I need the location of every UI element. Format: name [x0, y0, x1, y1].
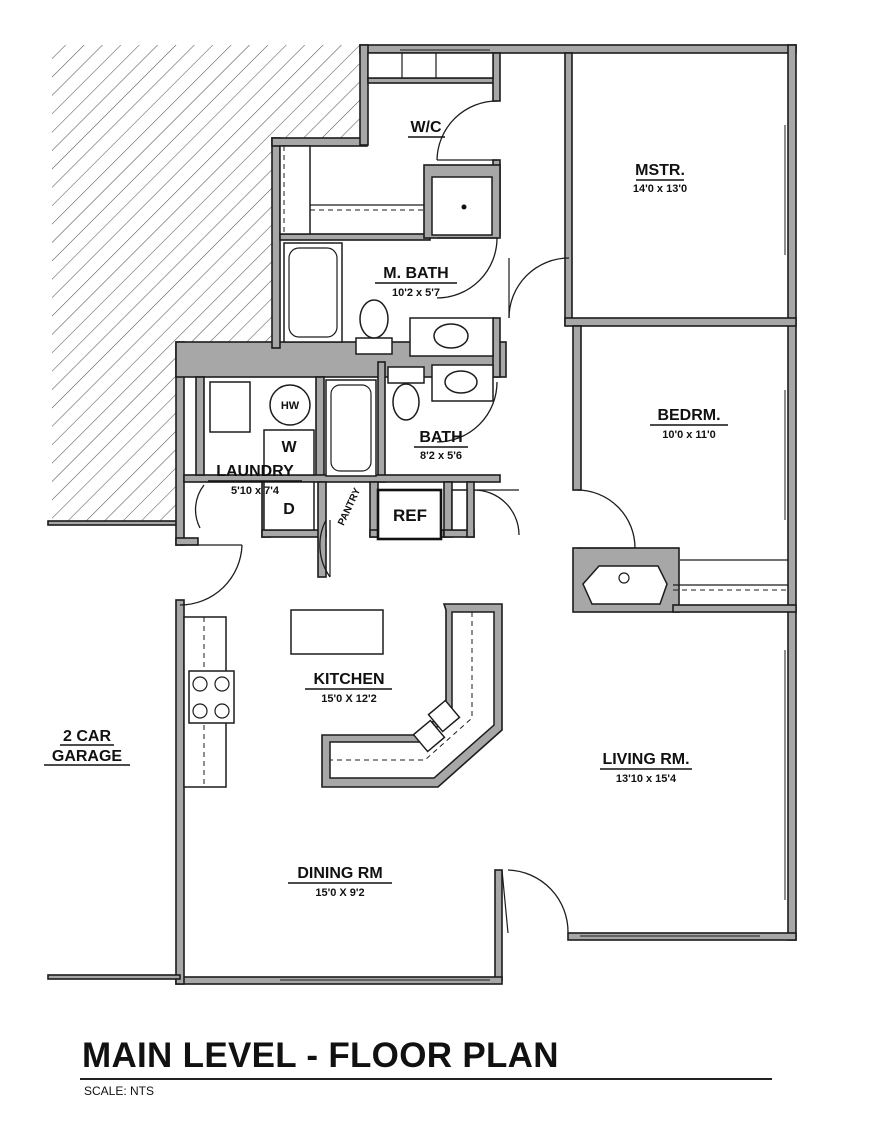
hatched-exterior-area	[52, 45, 360, 523]
room-master-bath-dims: 10'2 x 5'7	[392, 287, 440, 299]
room-bedroom-dims: 10'0 x 11'0	[662, 429, 716, 441]
room-laundry-dims: 5'10 x 7'4	[231, 485, 280, 497]
room-master-dims: 14'0 x 13'0	[633, 183, 687, 195]
stove-counter	[183, 616, 235, 788]
room-bath-dims: 8'2 x 5'6	[420, 450, 462, 462]
room-master-bath: M. BATH 10'2 x 5'7	[375, 265, 457, 299]
bath-toilet	[387, 366, 425, 421]
room-bath-name: BATH	[419, 429, 462, 446]
room-laundry: LAUNDRY 5'10 x 7'4	[208, 463, 302, 497]
wc-closet-shelving	[279, 52, 494, 235]
refrigerator: REF	[376, 488, 443, 541]
room-dining-dims: 15'0 X 9'2	[315, 887, 364, 899]
windows	[280, 49, 786, 981]
room-wc-name: W/C	[410, 119, 442, 136]
bath-vanity-sink	[431, 364, 494, 402]
kitchen-island	[290, 609, 384, 655]
room-wc: W/C	[408, 119, 445, 138]
plan-scale: SCALE: NTS	[84, 1084, 155, 1098]
refrigerator-label: REF	[393, 506, 427, 525]
garage-label-line1: 2 CAR	[63, 728, 111, 745]
dryer: D	[263, 481, 315, 531]
washer: W	[263, 429, 315, 476]
title-underline	[80, 1078, 772, 1080]
room-living-dims: 13'10 x 15'4	[616, 773, 677, 785]
room-master: MSTR. 14'0 x 13'0	[633, 162, 687, 195]
fireplace	[582, 559, 788, 605]
room-master-bath-name: M. BATH	[383, 265, 448, 282]
master-bathtub	[283, 242, 343, 343]
garage-label-line2: GARAGE	[52, 748, 123, 765]
room-bath: BATH 8'2 x 5'6	[414, 429, 468, 462]
room-kitchen-dims: 15'0 X 12'2	[321, 693, 376, 705]
room-dining: DINING RM 15'0 X 9'2	[288, 865, 392, 899]
room-bedroom-name: BEDRM.	[657, 407, 720, 424]
room-kitchen: KITCHEN 15'0 X 12'2	[305, 671, 392, 705]
kitchen-counter	[321, 603, 503, 788]
plan-title: MAIN LEVEL - FLOOR PLAN	[82, 1036, 559, 1075]
closet-shelf	[451, 489, 468, 531]
room-dining-name: DINING RM	[297, 865, 382, 882]
garage-label: 2 CAR GARAGE	[44, 728, 130, 766]
room-master-name: MSTR.	[635, 162, 685, 179]
master-vanity-sink	[409, 317, 494, 357]
room-bedroom: BEDRM. 10'0 x 11'0	[650, 407, 728, 441]
water-heater-label: HW	[281, 400, 300, 412]
room-laundry-name: LAUNDRY	[216, 463, 294, 480]
pantry-label: PANTRY	[336, 486, 363, 527]
room-living-name: LIVING RM.	[602, 751, 689, 768]
washer-label: W	[281, 439, 297, 456]
water-heater: HW	[269, 384, 311, 426]
bath-bathtub	[325, 379, 377, 477]
laundry-sink	[209, 381, 251, 433]
master-toilet	[355, 299, 393, 355]
shower-stall	[431, 176, 493, 236]
room-living: LIVING RM. 13'10 x 15'4	[600, 751, 692, 785]
room-kitchen-name: KITCHEN	[313, 671, 384, 688]
dryer-label: D	[283, 501, 295, 518]
